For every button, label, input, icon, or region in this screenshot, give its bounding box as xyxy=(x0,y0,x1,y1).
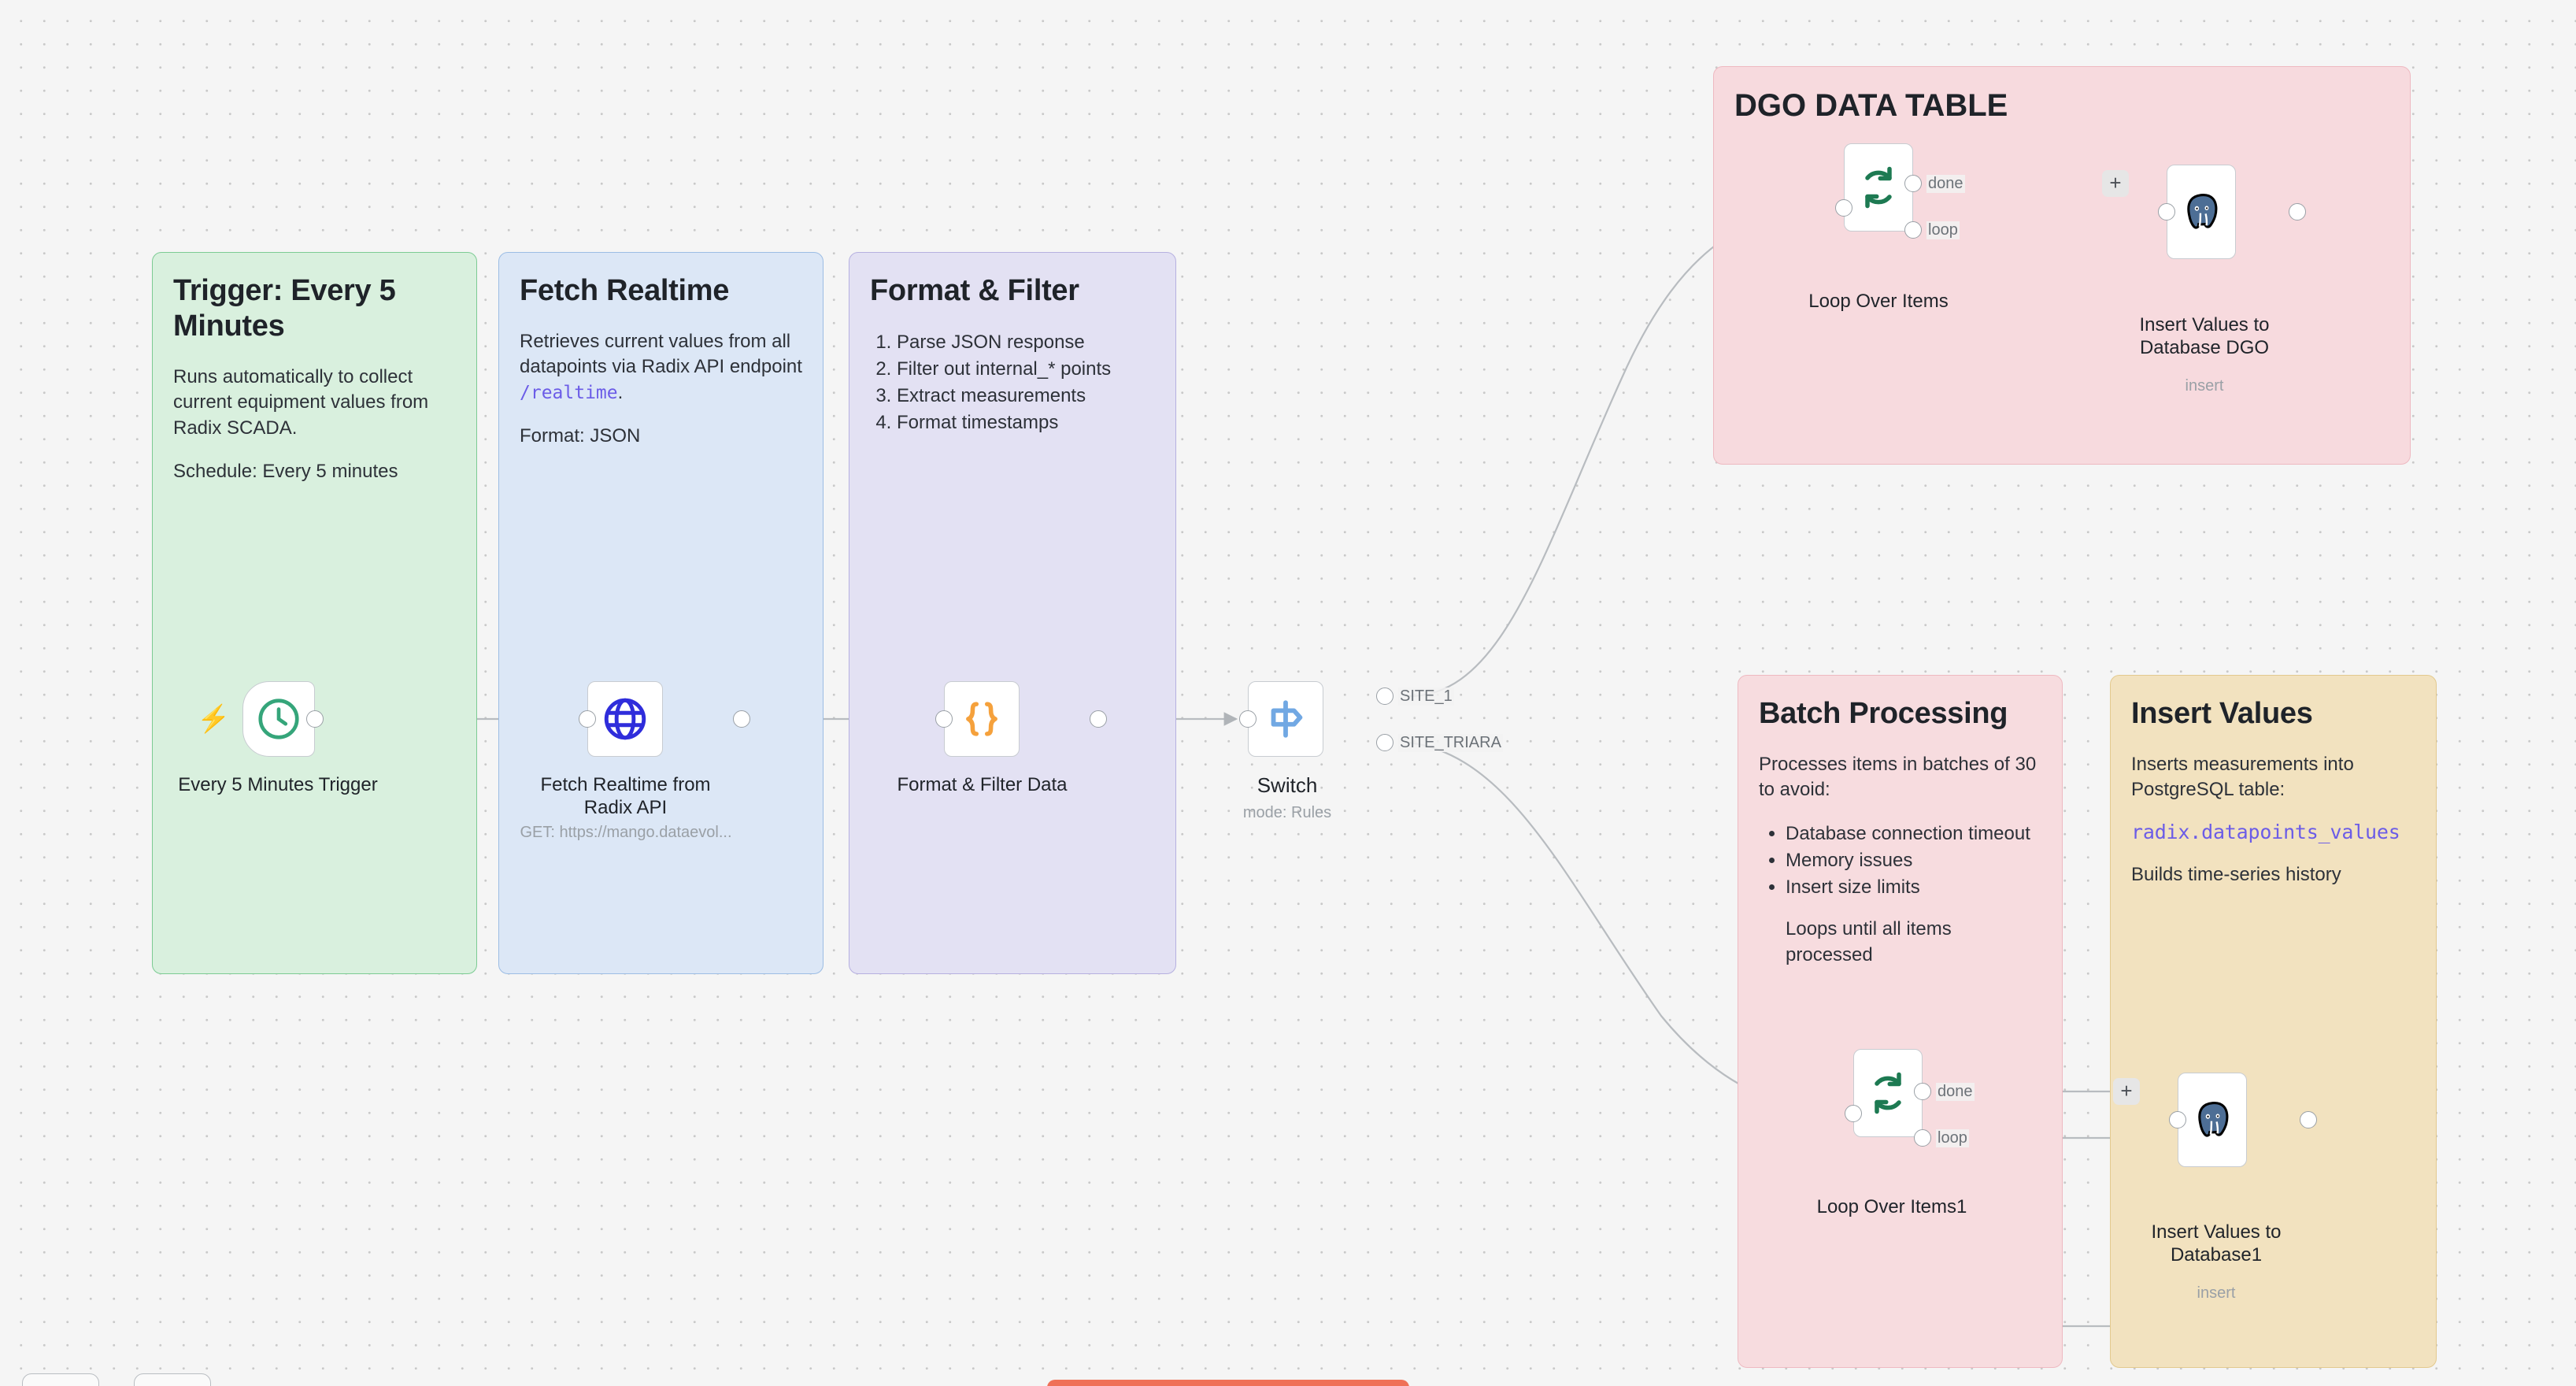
sticky-note-batch[interactable]: Batch Processing Processes items in batc… xyxy=(1738,675,2063,1368)
output-port-site-triara[interactable] xyxy=(1376,734,1393,751)
list-item: Extract measurements xyxy=(897,383,1155,410)
sticky-intro: Processes items in batches of 30 to avoi… xyxy=(1759,753,2037,801)
output-port-site-1[interactable] xyxy=(1376,687,1393,705)
sticky-title: Format & Filter xyxy=(870,274,1079,307)
sticky-note-fetch[interactable]: Fetch Realtime Retrieves current values … xyxy=(498,252,824,974)
toolbar-button-left[interactable] xyxy=(22,1373,99,1386)
node-body[interactable] xyxy=(242,681,315,757)
node-label: Loop Over Items1 xyxy=(1816,1196,1967,1217)
add-node-button[interactable]: + xyxy=(2113,1078,2140,1105)
input-port[interactable] xyxy=(579,710,596,728)
output-port-loop[interactable] xyxy=(1914,1129,1931,1147)
sticky-bullets-list: Database connection timeout Memory issue… xyxy=(1759,821,2041,901)
toolbar-button-right[interactable] xyxy=(134,1373,211,1386)
sticky-paragraph: Runs automatically to collect current eq… xyxy=(173,365,429,439)
output-label-site-triara: SITE_TRIARA xyxy=(1398,734,1503,752)
input-port[interactable] xyxy=(2158,203,2175,220)
input-port[interactable] xyxy=(1239,710,1257,728)
node-body[interactable] xyxy=(2167,165,2236,259)
sticky-title: Fetch Realtime xyxy=(520,274,730,307)
node-subtitle: GET: https://mango.dataevol... xyxy=(520,824,732,841)
sticky-title: Insert Values xyxy=(2131,697,2313,730)
list-item: Format timestamps xyxy=(897,410,1155,436)
output-label-loop: loop xyxy=(1936,1129,1969,1147)
node-body[interactable] xyxy=(944,681,1020,757)
input-port[interactable] xyxy=(1835,199,1852,217)
output-port-done[interactable] xyxy=(1904,175,1922,192)
output-port[interactable] xyxy=(1090,710,1107,728)
output-port-loop[interactable] xyxy=(1904,221,1922,239)
node-label: Loop Over Items xyxy=(1808,291,1949,312)
node-subtitle: insert xyxy=(2185,377,2224,395)
input-port[interactable] xyxy=(2169,1111,2186,1128)
sticky-title: DGO DATA TABLE xyxy=(1734,88,2008,123)
node-subtitle: insert xyxy=(2197,1284,2236,1302)
endpoint-code: /realtime xyxy=(520,383,618,404)
clock-icon xyxy=(258,699,299,739)
node-label: Insert Values to Database1 xyxy=(2151,1221,2282,1266)
sticky-intro: Inserts measurements into PostgreSQL tab… xyxy=(2131,753,2354,801)
list-item: Filter out internal_* points xyxy=(897,356,1155,383)
sticky-note-format[interactable]: Format & Filter Parse JSON response Filt… xyxy=(849,252,1176,974)
node-label: Switch xyxy=(1257,773,1318,797)
node-body[interactable] xyxy=(2178,1073,2247,1167)
globe-icon xyxy=(604,698,646,740)
output-port[interactable] xyxy=(733,710,750,728)
loop-icon xyxy=(1875,1072,1901,1114)
node-body[interactable] xyxy=(1853,1049,1923,1137)
postgres-elephant-icon xyxy=(2198,1102,2229,1137)
output-port[interactable] xyxy=(2289,203,2306,220)
braces-icon xyxy=(966,702,997,736)
node-body[interactable] xyxy=(587,681,663,757)
add-node-button[interactable]: + xyxy=(2102,170,2129,197)
sticky-note-trigger[interactable]: Trigger: Every 5 Minutes Runs automatica… xyxy=(152,252,477,974)
output-port[interactable] xyxy=(306,710,324,728)
postgres-elephant-icon xyxy=(2187,194,2218,229)
output-label-loop: loop xyxy=(1926,221,1960,239)
sticky-paragraph: Retrieves current values from all datapo… xyxy=(520,329,802,406)
sticky-paragraph: Schedule: Every 5 minutes xyxy=(173,460,398,482)
sticky-title: Trigger: Every 5 Minutes xyxy=(173,274,396,343)
input-port[interactable] xyxy=(1845,1105,1862,1122)
output-port-done[interactable] xyxy=(1914,1083,1931,1100)
sticky-title: Batch Processing xyxy=(1759,697,2008,730)
sticky-outro: Loops until all items processed xyxy=(1786,918,1952,965)
node-subtitle: mode: Rules xyxy=(1242,804,1332,821)
sticky-steps-list: Parse JSON response Filter out internal_… xyxy=(870,329,1155,436)
node-label: Format & Filter Data xyxy=(897,774,1068,795)
lightning-bolt-icon: ⚡ xyxy=(197,704,231,734)
output-port[interactable] xyxy=(2300,1111,2317,1128)
node-body[interactable] xyxy=(1844,143,1913,232)
loop-icon xyxy=(1865,166,1892,209)
list-item: Memory issues xyxy=(1786,847,2041,874)
list-item: Insert size limits xyxy=(1786,874,2041,901)
node-label: Insert Values to Database DGO xyxy=(2139,314,2270,359)
signpost-icon xyxy=(1271,700,1303,738)
sticky-body-suffix: . xyxy=(617,382,624,404)
node-body[interactable] xyxy=(1248,681,1323,757)
sticky-body-prefix: Retrieves current values from all datapo… xyxy=(520,330,802,378)
sticky-note-dgo[interactable]: DGO DATA TABLE xyxy=(1713,66,2411,465)
output-label-done: done xyxy=(1936,1083,1975,1101)
sticky-format-line: Format: JSON xyxy=(520,424,641,447)
sticky-note-insert[interactable]: Insert Values Inserts measurements into … xyxy=(2110,675,2437,1368)
output-label-site-1: SITE_1 xyxy=(1398,687,1454,706)
table-name-code: radix.datapoints_values xyxy=(2131,821,2400,844)
sticky-outro: Builds time-series history xyxy=(2131,864,2341,886)
execute-workflow-button[interactable] xyxy=(1047,1380,1409,1386)
list-item: Parse JSON response xyxy=(897,329,1155,356)
input-port[interactable] xyxy=(935,710,953,728)
list-item: Database connection timeout xyxy=(1786,821,2041,847)
node-label: Every 5 Minutes Trigger xyxy=(178,774,378,795)
node-label: Fetch Realtime from Radix API xyxy=(540,774,711,819)
output-label-done: done xyxy=(1926,175,1965,193)
